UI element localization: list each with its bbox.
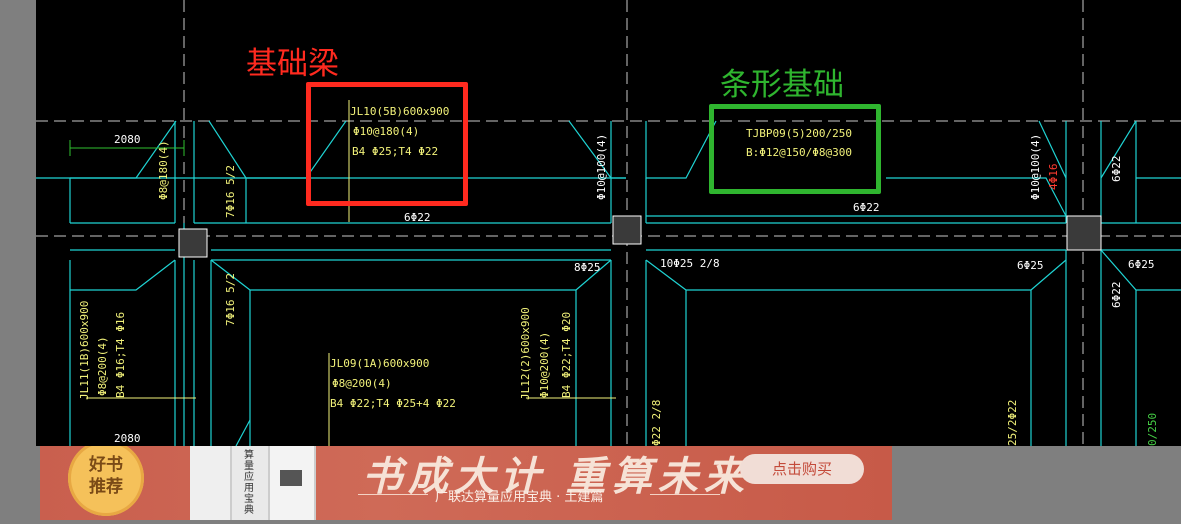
rebar-6-25-a: 6Φ25: [1017, 259, 1044, 272]
jl11-v1: JL11(1B)600x900: [78, 301, 91, 400]
jl12-v3: B4 Φ22;T4 Φ20: [560, 312, 573, 398]
strip-annotation-label: 条形基础: [720, 67, 844, 103]
dim-bottom-label: 2080: [114, 432, 141, 445]
v-25-22: 25/2Φ22: [1006, 400, 1019, 446]
ad-left-margin: [0, 446, 40, 524]
jl12-v2: Φ10@200(4): [538, 332, 551, 398]
badge-line2: 推荐: [89, 477, 123, 497]
strip-highlight-box: [709, 104, 881, 194]
jl09-line3: B4 Φ22;T4 Φ25+4 Φ22: [330, 397, 456, 410]
jl12-v1: JL12(2)600x900: [519, 307, 532, 400]
dim-top-label: 2080: [114, 133, 141, 146]
dimension-line: [69, 140, 185, 156]
jl09-line1: JL09(1A)600x900: [330, 357, 429, 370]
columns: [178, 215, 1102, 258]
book-cover-2: 算量应用宝典: [232, 446, 270, 520]
footing-outlines: [36, 120, 1181, 446]
subtitle-rule-left: [358, 494, 428, 495]
v-7-16-a: 7Φ16 5/2: [224, 165, 237, 218]
buy-button[interactable]: 点击购买: [740, 454, 864, 484]
v-4-16: 4Φ16: [1047, 164, 1060, 191]
ad-banner[interactable]: 好书 推荐 算量应用宝典 书成大计 重算未来 广联达算量应用宝典 · 土建篇 点…: [40, 446, 892, 520]
cad-drawing-canvas[interactable]: 2080 2080 JL10(5B)600x900 Φ10@180(4) B4 …: [36, 0, 1181, 446]
v-6-22: 6Φ22: [1110, 156, 1123, 183]
cad-drawing: 2080 2080 JL10(5B)600x900 Φ10@180(4) B4 …: [36, 0, 1181, 446]
badge-line1: 好书: [89, 455, 123, 475]
v-10-100-b: Φ10@100(4): [1029, 134, 1042, 200]
jl11-v3: B4 Φ16;T4 Φ16: [114, 312, 127, 398]
recommend-badge: 好书 推荐: [68, 446, 144, 516]
jl10-line1: JL10(5B)600x900: [350, 105, 449, 118]
jl10-line2: Φ10@180(4): [353, 125, 419, 138]
ad-subtitle: 广联达算量应用宝典 · 土建篇: [435, 490, 604, 505]
v-8-180: Φ8@180(4): [157, 140, 170, 200]
jl11-v2: Φ8@200(4): [96, 336, 109, 396]
v-10-100-a: Φ10@100(4): [595, 134, 608, 200]
jl10-line3: B4 Φ25;T4 Φ22: [352, 145, 438, 158]
book-image: [280, 470, 302, 486]
beam-annotation-label: 基础梁: [246, 46, 339, 82]
rebar-6-22-b: 6Φ22: [853, 201, 880, 214]
tjbp09-line2: B:Φ12@150/Φ8@300: [746, 146, 852, 159]
rebar-8-25: 8Φ25: [574, 261, 601, 274]
ad-right-margin: [892, 446, 1181, 524]
subtitle-rule-right: [650, 494, 720, 495]
rebar-6-22-a: 6Φ22: [404, 211, 431, 224]
tjbp09-line1: TJBP09(5)200/250: [746, 127, 852, 140]
v-250: 0/250: [1146, 413, 1159, 446]
beam-highlight-box: [306, 82, 468, 206]
jl09-line2: Φ8@200(4): [332, 377, 392, 390]
v-7-16-b: 7Φ16 5/2: [224, 273, 237, 326]
book-cover-3: [270, 446, 316, 520]
v-6-22-b: 6Φ22: [1110, 282, 1123, 309]
rebar-6-25-b: 6Φ25: [1128, 258, 1155, 271]
v-22-28: Φ22 2/8: [650, 400, 663, 446]
book-spine-text: 算量应用宝典: [244, 450, 254, 516]
ad-headline: 书成大计 重算未来: [362, 453, 750, 500]
book-cover-1: [190, 446, 232, 520]
rebar-10-25: 10Φ25 2/8: [660, 257, 720, 270]
